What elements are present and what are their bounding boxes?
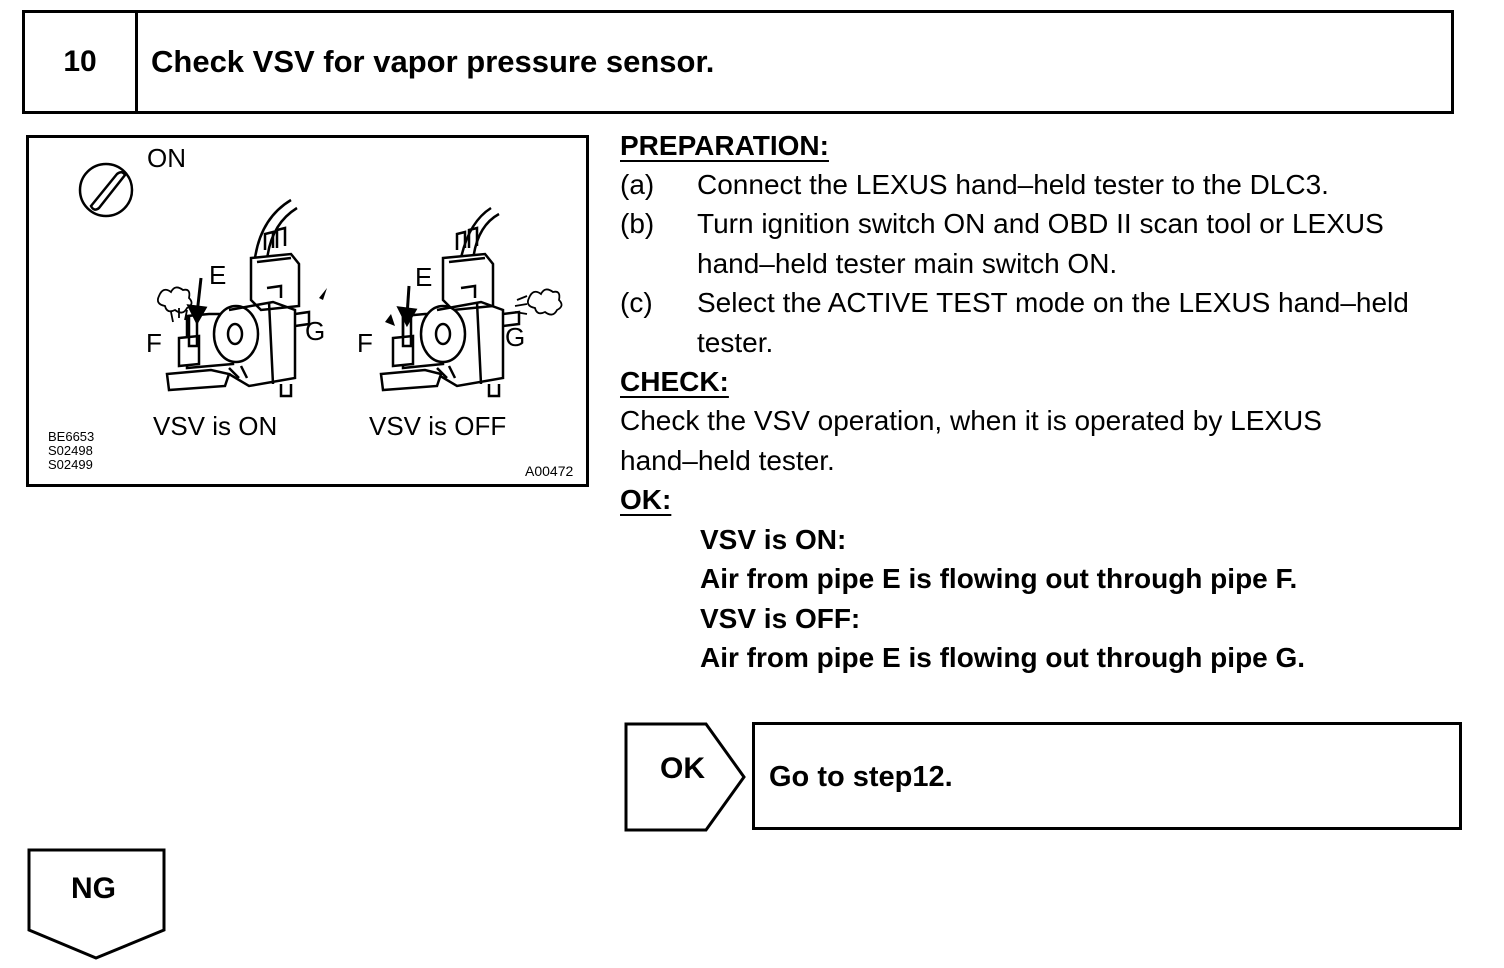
air-puff-icon: [156, 286, 193, 323]
vsv-off-arrow: [396, 285, 418, 328]
ignition-on-label: ON: [147, 143, 186, 173]
pipe-f-label-off: F: [357, 328, 373, 358]
air-puff-icon-off: [514, 288, 563, 316]
ok-action-text: Go to step12.: [769, 761, 953, 793]
preparation-heading: PREPARATION:: [620, 130, 829, 161]
figure-id: A00472: [525, 463, 574, 479]
vsv-on-arrow: [186, 277, 208, 326]
ok-action-box: Go to step12.: [752, 722, 1462, 830]
ignition-switch-icon: [78, 162, 134, 218]
pipe-tip-icon-off: [385, 314, 395, 326]
prep-item-b-line1: Turn ignition switch ON and OBD II scan …: [697, 208, 1384, 239]
pipe-f-label-on: F: [146, 328, 162, 358]
prep-item-c-line1: Select the ACTIVE TEST mode on the LEXUS…: [697, 287, 1409, 318]
prep-marker-b: (b): [620, 208, 655, 239]
pipe-g-label-off: G: [505, 322, 526, 352]
vsv-illustration: ON E F G E F G VSV is ON VSV is OFF BE66…: [26, 135, 589, 487]
check-line1: Check the VSV operation, when it is oper…: [620, 405, 1322, 436]
vsv-on-caption: VSV is ON: [153, 411, 278, 441]
ok-spec-line4: Air from pipe E is flowing out through p…: [700, 642, 1306, 673]
ok-result-arrow: [624, 722, 746, 832]
figure-code-2: S02498: [48, 443, 93, 458]
ng-result-label: NG: [71, 872, 116, 905]
pipe-g-label-on: G: [305, 316, 326, 346]
figure-code-1: BE6653: [48, 429, 95, 444]
ok-result-label: OK: [660, 752, 705, 785]
pipe-e-label-on: E: [209, 260, 227, 290]
ng-result-arrow: [27, 848, 166, 960]
step-title: Check VSV for vapor pressure sensor.: [151, 44, 715, 79]
step-header: 10 Check VSV for vapor pressure sensor.: [22, 10, 1454, 114]
check-heading: CHECK:: [620, 366, 729, 397]
ok-spec-line1: VSV is ON:: [700, 524, 847, 555]
vsv-diagram: [78, 162, 563, 398]
check-line2: hand–held tester.: [620, 445, 835, 476]
step-number: 10: [25, 13, 138, 111]
pipe-e-label-off: E: [415, 262, 433, 292]
ok-spec-line2: Air from pipe E is flowing out through p…: [700, 563, 1298, 594]
prep-marker-a: (a): [620, 169, 655, 200]
prep-marker-c: (c): [620, 287, 653, 318]
ok-spec-line3: VSV is OFF:: [700, 603, 861, 634]
prep-item-b-line2: hand–held tester main switch ON.: [697, 248, 1118, 279]
vsv-on-drawing: [165, 198, 311, 398]
pipe-tip-icon: [319, 288, 327, 300]
vsv-off-caption: VSV is OFF: [369, 411, 507, 441]
vsv-off-drawing: [379, 206, 521, 398]
prep-item-c-line2: tester.: [697, 327, 774, 358]
prep-item-a: Connect the LEXUS hand–held tester to th…: [697, 169, 1329, 200]
ok-heading: OK:: [620, 484, 672, 515]
figure-code-3: S02499: [48, 457, 93, 472]
